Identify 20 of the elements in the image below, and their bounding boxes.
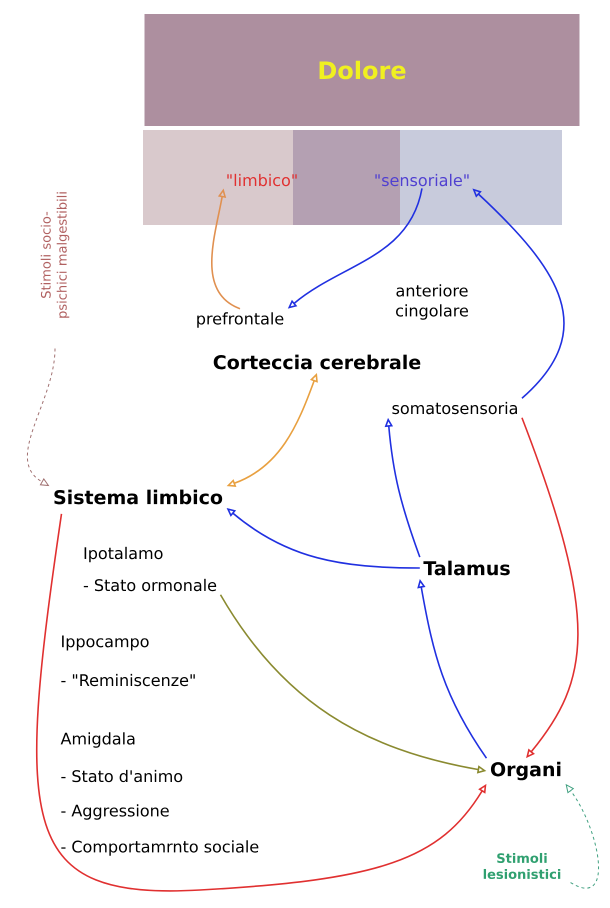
stimulus-label: Stimoli socio-psichici malgestibili [40,192,70,318]
list-item: Ippocampo [62,636,149,650]
list-item: - Stato d'animo [61,770,182,782]
list-item: Amigdala [60,732,134,748]
region-label: Talamus [423,560,510,576]
region-label: Organi [490,762,560,780]
area-label: anteriore cingolare [396,284,468,320]
area-label: somatosensoria [392,402,517,414]
title-band: Dolore [144,14,580,126]
stimulus-label: Stimoli lesionistici [484,852,560,880]
function-list: Ipotalamo - Stato ormonale [84,546,216,592]
band-label: "limbico" [227,174,297,186]
arrow [36,514,486,892]
area-label: prefrontale [197,312,284,328]
region-label: Sistema limbico [54,490,222,504]
list-item: - Aggressione [61,804,169,820]
list-item: - Comportamrnto sociale [61,840,258,856]
band-label: "sensoriale" [375,174,469,186]
region-label: Corteccia cerebrale [214,354,420,370]
list-item: - "Reminiscenze" [61,674,195,686]
